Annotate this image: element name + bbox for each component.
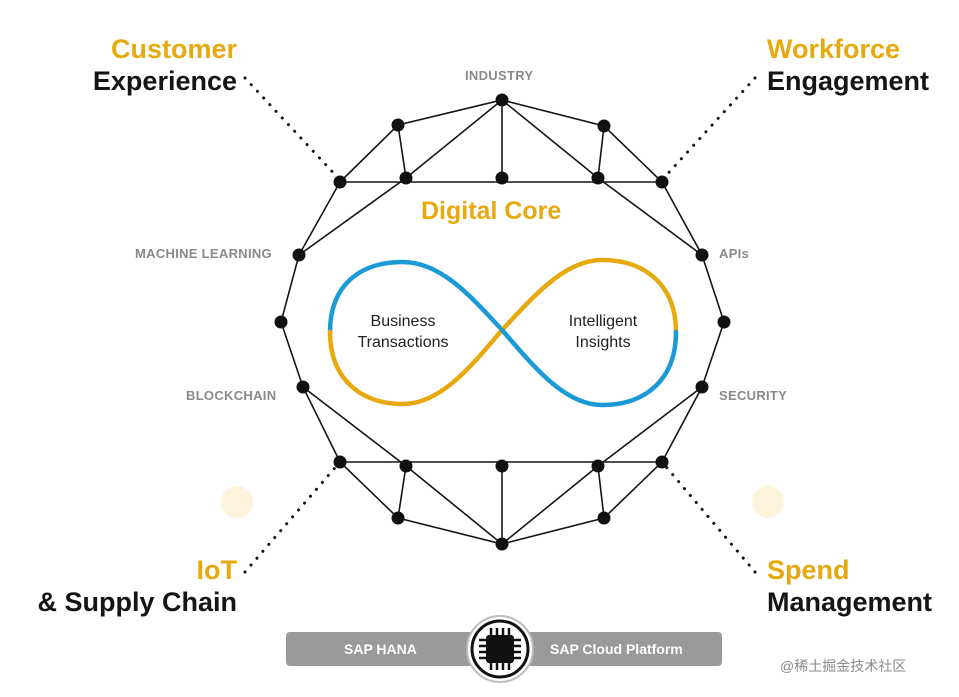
node — [391, 511, 405, 525]
connector-bottom-right — [660, 460, 757, 574]
core-title: Digital Core — [421, 197, 562, 225]
node — [399, 459, 413, 473]
node — [495, 93, 509, 107]
node — [296, 380, 310, 394]
corner-workforce-engagement: Workforce Engagement — [767, 33, 929, 97]
node — [695, 248, 709, 262]
node — [655, 455, 669, 469]
corner-text: Engagement — [767, 66, 930, 96]
label-sap-hana: SAP HANA — [344, 641, 417, 657]
corner-iot-supply-chain: IoT & Supply Chain — [37, 554, 237, 618]
node — [333, 175, 347, 189]
connector-top-left — [243, 76, 342, 182]
node — [717, 315, 731, 329]
node — [292, 248, 306, 262]
corner-text: Experience — [92, 66, 237, 96]
corner-text: & Supply Chain — [37, 587, 237, 617]
connector-bottom-left — [243, 460, 342, 574]
corner-spend-management: Spend Management — [767, 554, 932, 618]
label-security: SECURITY — [719, 388, 788, 403]
loop-right-top — [499, 257, 679, 335]
node — [597, 119, 611, 133]
node — [495, 459, 509, 473]
connector-top-right — [660, 76, 757, 182]
node — [591, 171, 605, 185]
node — [597, 511, 611, 525]
label-sap-cloud-platform: SAP Cloud Platform — [550, 641, 683, 657]
node — [399, 171, 413, 185]
corner-highlight: IoT — [196, 555, 238, 585]
node — [495, 171, 509, 185]
corner-highlight: Workforce — [767, 34, 901, 64]
node — [274, 315, 288, 329]
label-intelligent-insights: Intelligent Insights — [568, 313, 638, 351]
network-nodes — [274, 93, 731, 551]
label-industry: INDUSTRY — [465, 68, 534, 83]
node — [591, 459, 605, 473]
glow-dot — [752, 486, 784, 518]
chip-icon — [479, 628, 521, 670]
corner-highlight: Customer — [110, 34, 237, 64]
label-blockchain: BLOCKCHAIN — [186, 388, 277, 403]
node — [695, 380, 709, 394]
glow-dot — [221, 486, 253, 518]
label-business-transactions: Business Transactions — [357, 313, 449, 351]
infinity-loop — [327, 257, 679, 408]
loop-left-bottom — [327, 327, 505, 407]
loop-left-top — [327, 259, 505, 335]
label-machine-learning: MACHINE LEARNING — [135, 246, 272, 261]
loop-right-bottom — [499, 327, 679, 408]
node — [333, 455, 347, 469]
watermark: @稀土掘金技术社区 — [780, 658, 907, 674]
corner-text: Management — [767, 587, 933, 617]
node — [391, 118, 405, 132]
node — [495, 537, 509, 551]
corner-customer-experience: Customer Experience — [93, 33, 237, 97]
node — [655, 175, 669, 189]
label-apis: APIs — [719, 246, 750, 261]
corner-highlight: Spend — [767, 555, 850, 585]
